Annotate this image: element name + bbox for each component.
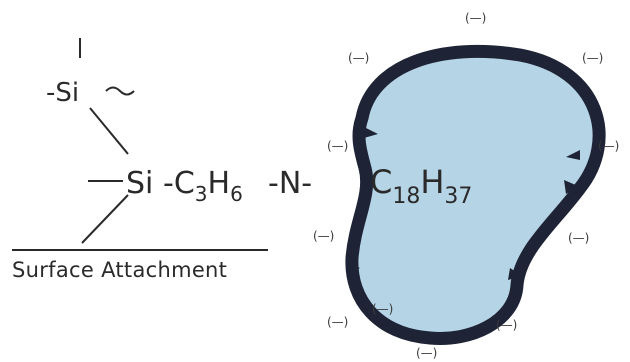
- hydrophobic-blob: [345, 44, 606, 345]
- charge-marker: (—): [568, 231, 589, 245]
- charge-marker: (—): [327, 139, 348, 153]
- outline-notch: [566, 150, 580, 160]
- charge-marker: (—): [496, 318, 517, 332]
- c3h6-mid: H: [208, 166, 231, 201]
- outline-notch: [564, 180, 578, 194]
- c3h6-label: -C3H6: [163, 166, 243, 206]
- charge-marker: (—): [348, 51, 369, 65]
- c3h6-base: -C: [163, 166, 195, 201]
- surface-attachment-caption: Surface Attachment: [12, 258, 227, 282]
- c3h6-sub2: 6: [230, 182, 243, 206]
- charge-marker: (—): [598, 139, 619, 153]
- n-label: -N-: [268, 166, 312, 201]
- outline-notch: [346, 262, 360, 274]
- outline-notch: [364, 128, 378, 138]
- si-top-label: -Si: [46, 78, 79, 108]
- si-main-label: Si: [126, 166, 153, 201]
- outline-notch: [508, 268, 522, 280]
- c3h6-sub1: 3: [195, 182, 208, 206]
- c18h37-label: C18H37: [370, 163, 472, 209]
- c18h37-base: C: [370, 163, 392, 201]
- charge-marker: (—): [313, 229, 334, 243]
- dash-prefix: -: [46, 78, 55, 108]
- c18h37-mid: H: [420, 163, 444, 201]
- charge-marker: (—): [582, 51, 603, 65]
- charge-marker: (—): [327, 315, 348, 329]
- c18h37-sub1: 18: [392, 184, 420, 209]
- si-top-text: Si: [55, 78, 79, 108]
- upper-diagonal-bond: [89, 107, 129, 155]
- wavy-bond: [105, 86, 135, 96]
- lower-diagonal-bond: [81, 194, 129, 244]
- charge-marker: (—): [372, 302, 393, 316]
- charge-marker: (—): [465, 11, 486, 25]
- charge-marker: (—): [416, 346, 437, 360]
- c18h37-sub2: 37: [444, 184, 472, 209]
